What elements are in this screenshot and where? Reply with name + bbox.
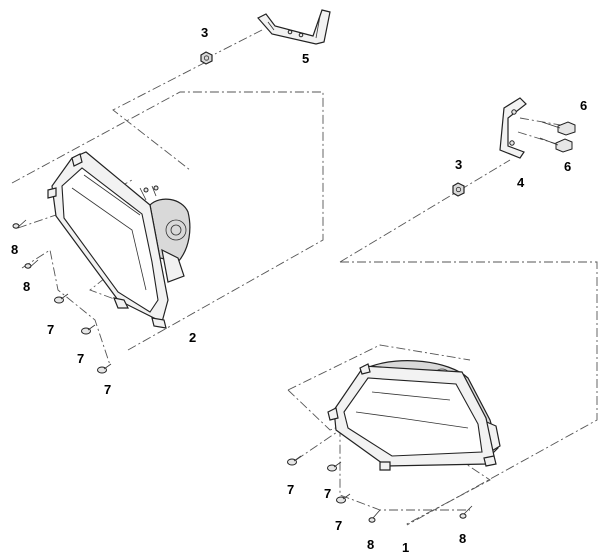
callout-4: 4 bbox=[517, 175, 525, 190]
screw-7-right-a bbox=[287, 455, 302, 466]
leader-line-right-nut bbox=[339, 189, 461, 263]
screw-7-left-c bbox=[97, 363, 112, 374]
callout-7-left-a: 7 bbox=[47, 322, 54, 337]
nut-3-top bbox=[200, 51, 213, 65]
leader-line-left-outline bbox=[11, 91, 324, 351]
headlight-assembly-2 bbox=[47, 151, 191, 329]
callout-7-left-b: 7 bbox=[77, 351, 84, 366]
bolt-6-upper bbox=[541, 121, 576, 136]
leader-line-right-screws bbox=[295, 429, 470, 511]
headlight-assembly-1 bbox=[327, 360, 501, 471]
screw-8-left-a bbox=[12, 219, 27, 229]
screw-7-left-b bbox=[81, 324, 96, 335]
screw-7-right-b bbox=[327, 461, 342, 472]
bracket-5 bbox=[257, 9, 331, 45]
bracket-4 bbox=[499, 97, 527, 159]
screw-7-left-a bbox=[54, 293, 69, 304]
callout-7-right-b: 7 bbox=[324, 486, 331, 501]
screw-8-left-b bbox=[24, 259, 39, 269]
callout-3-right: 3 bbox=[455, 157, 462, 172]
callout-8-right-a: 8 bbox=[367, 537, 374, 552]
callout-labels: 3 5 3 4 6 6 2 1 8 8 7 7 7 7 7 7 8 8 bbox=[11, 25, 587, 555]
leader-line-right-outline bbox=[340, 261, 598, 526]
callout-2: 2 bbox=[189, 330, 196, 345]
callout-7-right-c: 7 bbox=[335, 518, 342, 533]
leader-line-left-nut bbox=[112, 61, 207, 171]
callout-6-upper: 6 bbox=[580, 98, 587, 113]
screw-7-right-c bbox=[336, 493, 351, 504]
callout-8-left-b: 8 bbox=[23, 279, 30, 294]
leader-line-bracket-5 bbox=[214, 29, 263, 55]
leader-line-left-screws bbox=[21, 249, 111, 366]
callout-7-right-a: 7 bbox=[287, 482, 294, 497]
nut-3-right bbox=[452, 182, 465, 197]
callout-5: 5 bbox=[302, 51, 309, 66]
screw-8-right-b bbox=[459, 505, 473, 519]
callout-6-lower: 6 bbox=[564, 159, 571, 174]
callout-3-top: 3 bbox=[201, 25, 208, 40]
callout-1: 1 bbox=[402, 540, 409, 555]
bolt-6-lower bbox=[539, 137, 573, 153]
callout-8-left-a: 8 bbox=[11, 242, 18, 257]
leader-line-right-nut-2 bbox=[459, 159, 511, 191]
callout-8-right-b: 8 bbox=[459, 531, 466, 546]
callout-7-left-c: 7 bbox=[104, 382, 111, 397]
screw-8-right-a bbox=[368, 509, 381, 523]
leader-line-bolt-6-upper bbox=[519, 117, 573, 128]
leader-line-right-inner bbox=[287, 344, 471, 391]
